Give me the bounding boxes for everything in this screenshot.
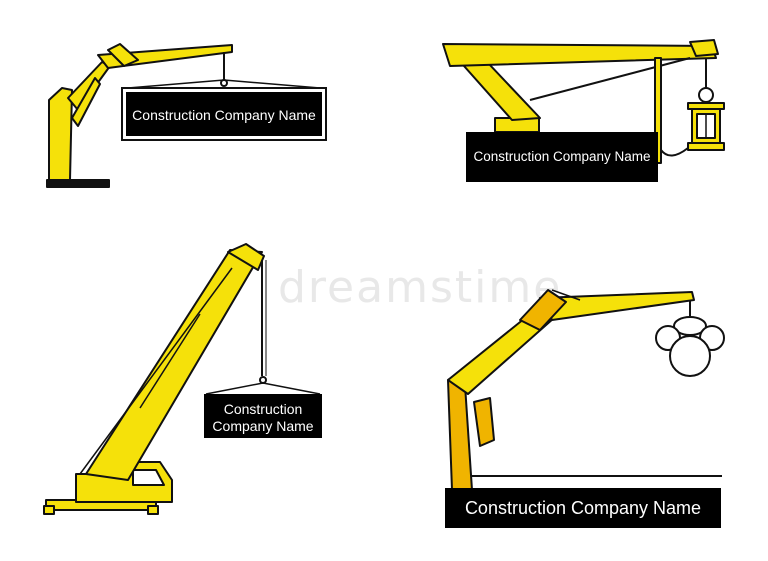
jib-crane-icon (46, 43, 321, 188)
boom-crane-with-lantern-icon (442, 39, 725, 164)
sign-label-line-2: Company Name (212, 418, 313, 434)
sign-label: Construction Company Name (465, 498, 701, 518)
logo-top-right: Construction Company Name (442, 39, 725, 182)
company-name-sign: Construction Company Name (466, 132, 658, 182)
mobile-crane-icon (43, 243, 321, 515)
logo-bottom-right: Construction Company Name (445, 289, 725, 528)
logo-bottom-left: Construction Company Name (43, 243, 322, 515)
watermark-text: dreamstime (278, 262, 562, 313)
sign-label: Construction Company Name (132, 107, 316, 123)
sign-label: Construction Company Name (473, 149, 650, 164)
sign-label-line-1: Construction (224, 401, 303, 417)
company-name-sign: Construction Company Name (445, 488, 721, 528)
knuckle-crane-with-grapple-icon (447, 289, 725, 491)
company-name-sign: Construction Company Name (204, 394, 322, 438)
company-name-sign: Construction Company Name (121, 87, 327, 141)
logo-top-left: Construction Company Name (46, 43, 327, 188)
